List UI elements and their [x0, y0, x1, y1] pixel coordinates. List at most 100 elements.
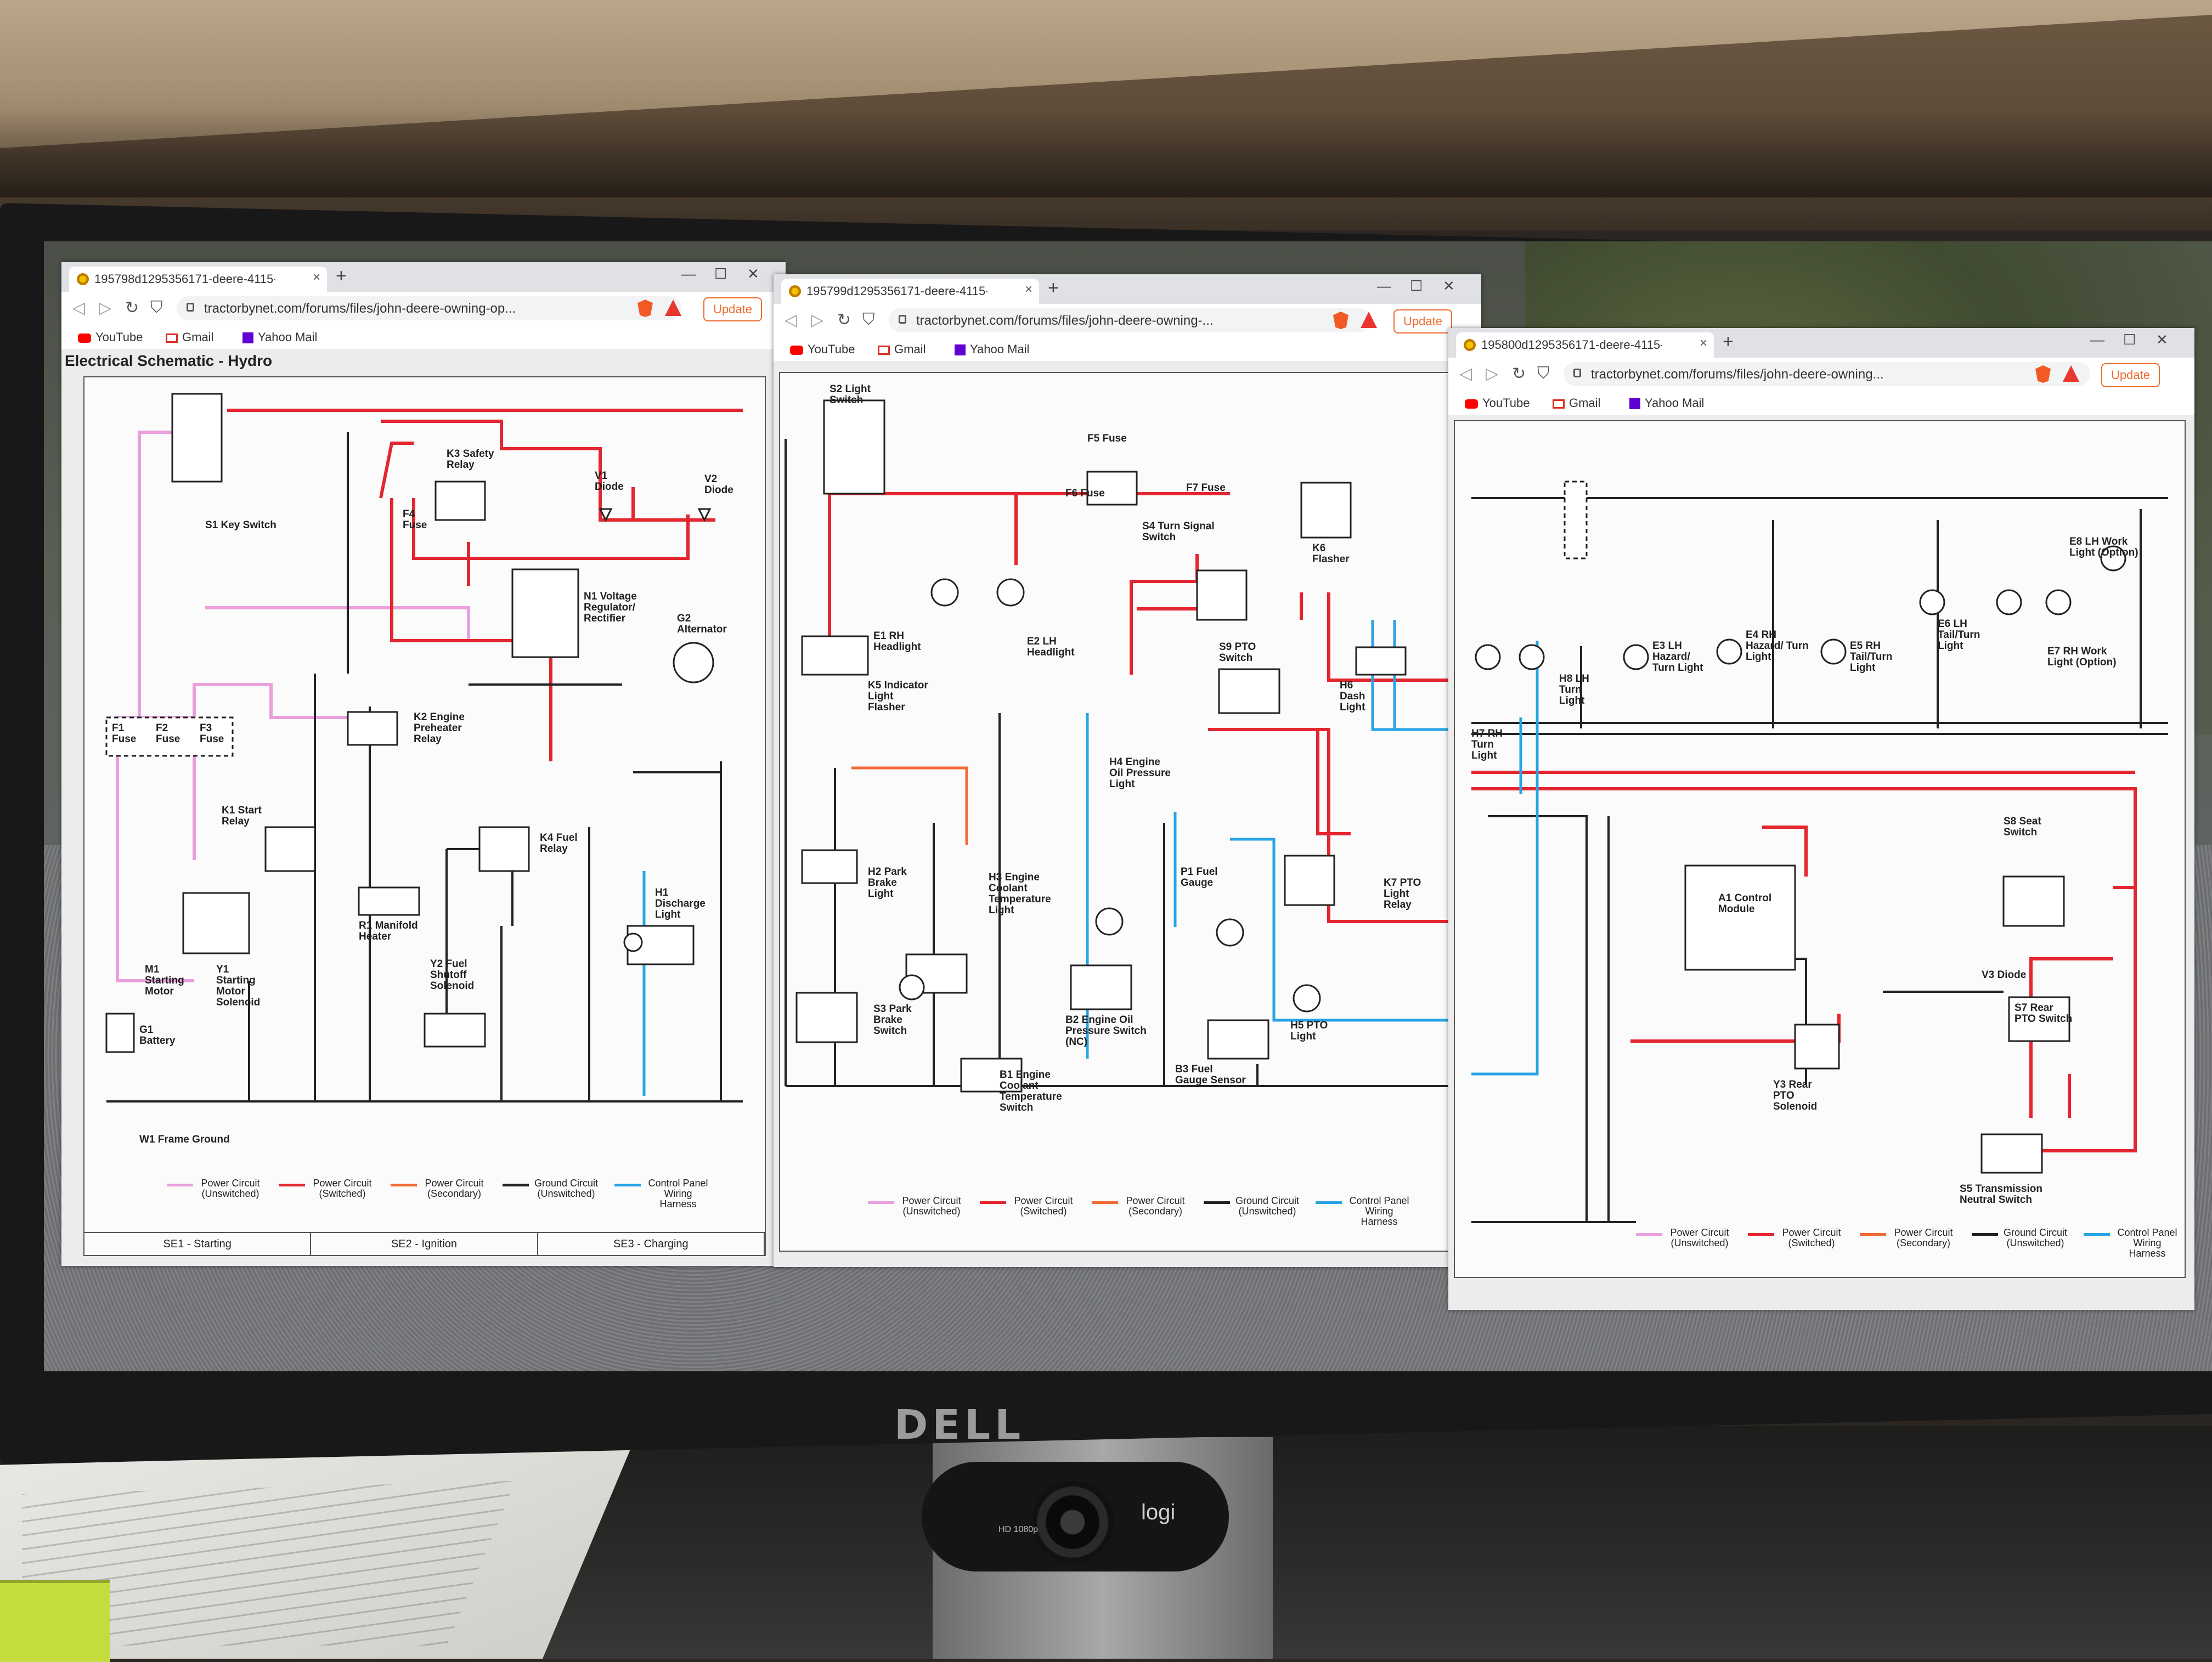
schematic-sheet: S1 Key Switch K3 Safety Relay F4 Fuse V1… — [83, 376, 766, 1256]
bookmark-gmail[interactable]: Gmail — [878, 342, 926, 357]
legend-item: Power Circuit (Secondary) — [1860, 1228, 1956, 1259]
brave-shield-icon[interactable] — [2035, 365, 2051, 383]
tab-bar: 195799d1295356171-deere-4115-f... × + — … — [774, 274, 1481, 304]
forward-icon[interactable]: ▷ — [811, 311, 824, 329]
browser-tab[interactable]: 195799d1295356171-deere-4115-f... × — [781, 279, 1039, 304]
browser-tab[interactable]: 195798d1295356171-deere-4115-f... × — [69, 267, 327, 292]
bookmark-icon[interactable]: ⛉ — [1537, 364, 1550, 382]
close-tab-icon[interactable]: × — [1024, 282, 1032, 297]
label-e5-rh-tail-turn: E5 RH Tail/Turn Light — [1850, 640, 1893, 674]
label-n1-regulator: N1 Voltage Regulator/ Rectifier — [584, 591, 637, 624]
browser-tab[interactable]: 195800d1295356171-deere-4115-f... × — [1456, 332, 1714, 358]
bookmark-youtube[interactable]: YouTube — [1465, 396, 1530, 410]
bookmark-gmail[interactable]: Gmail — [166, 330, 213, 344]
legend-label: Power Circuit (Switched) — [1014, 1195, 1073, 1217]
legend-swatch — [167, 1184, 193, 1186]
update-button[interactable]: Update — [2101, 363, 2160, 387]
section-charging: SE3 - Charging — [538, 1233, 765, 1255]
maximize-icon[interactable]: ☐ — [714, 265, 727, 282]
legend-item: Ground Circuit (Unswitched) — [1972, 1228, 2068, 1259]
brave-shield-icon[interactable] — [1333, 312, 1348, 329]
legend-label: Power Circuit (Secondary) — [1894, 1227, 1953, 1248]
minimize-icon[interactable]: — — [1377, 278, 1391, 294]
legend-item: Ground Circuit (Unswitched) — [1204, 1196, 1300, 1227]
update-button[interactable]: Update — [1393, 309, 1452, 333]
close-tab-icon[interactable]: × — [312, 270, 320, 285]
legend-item: Control Panel Wiring Harness — [614, 1178, 711, 1209]
label-v2-diode: V2 Diode — [704, 473, 733, 496]
label-f6-fuse: F6 Fuse — [1065, 488, 1105, 499]
legend-swatch — [1748, 1233, 1774, 1236]
label-e8-lh-work-light: E8 LH Work Light (Option) — [2069, 536, 2138, 558]
legend-label: Power Circuit (Switched) — [1782, 1227, 1841, 1248]
legend-item: Power Circuit (Secondary) — [391, 1178, 487, 1209]
schematic-title: Electrical Schematic - Hydro — [65, 352, 273, 369]
minimize-icon[interactable]: — — [681, 265, 696, 282]
new-tab-icon[interactable]: + — [336, 265, 347, 286]
new-tab-icon[interactable]: + — [1048, 278, 1059, 298]
reload-icon[interactable]: ↻ — [1512, 365, 1526, 383]
toolbar: ◁ ▷ ↻ ⛉ tractorbynet.com/forums/files/jo… — [1448, 358, 2194, 391]
update-button[interactable]: Update — [703, 297, 762, 321]
shelf-shadow — [0, 110, 2212, 197]
close-tab-icon[interactable]: × — [1699, 336, 1707, 351]
legend-swatch — [1636, 1233, 1662, 1236]
reload-icon[interactable]: ↻ — [125, 299, 139, 317]
label-k5-indicator-flasher: K5 Indicator Light Flasher — [868, 680, 928, 713]
back-icon[interactable]: ◁ — [1459, 365, 1472, 383]
close-window-icon[interactable]: ✕ — [747, 265, 759, 282]
section-ignition: SE2 - Ignition — [311, 1233, 538, 1255]
favicon-icon — [77, 273, 89, 285]
bookmark-youtube[interactable]: YouTube — [78, 330, 143, 344]
label-h1-discharge-light: H1 Discharge Light — [655, 887, 706, 920]
address-bar[interactable]: tractorbynet.com/forums/files/john-deere… — [177, 296, 681, 320]
forward-icon[interactable]: ▷ — [1486, 365, 1499, 383]
schematic-sheet: S2 Light Switch F5 Fuse F6 Fuse F7 Fuse … — [779, 372, 1467, 1252]
dell-logo: DELL — [894, 1401, 1025, 1449]
bookmark-yahoo-mail[interactable]: Yahoo Mail — [955, 342, 1029, 357]
address-bar[interactable]: tractorbynet.com/forums/files/john-deere… — [1564, 362, 2090, 386]
legend-label: Control Panel Wiring Harness — [648, 1178, 708, 1209]
label-p1-fuel-gauge: P1 Fuel Gauge — [1181, 866, 1218, 889]
label-b2-oil-pressure-switch: B2 Engine Oil Pressure Switch (NC) — [1065, 1014, 1147, 1048]
tab-title: 195798d1295356171-deere-4115-f... — [94, 272, 275, 286]
close-window-icon[interactable]: ✕ — [1443, 278, 1455, 294]
label-g1-battery: G1 Battery — [139, 1024, 176, 1047]
legend-label: Power Circuit (Secondary) — [425, 1178, 484, 1199]
label-k6-flasher: K6 Flasher — [1312, 542, 1350, 565]
back-icon[interactable]: ◁ — [72, 299, 86, 317]
label-f2-fuse: F2 Fuse — [156, 722, 180, 745]
forward-icon[interactable]: ▷ — [99, 299, 112, 317]
label-k3-safety-relay: K3 Safety Relay — [447, 448, 494, 471]
maximize-icon[interactable]: ☐ — [2123, 331, 2136, 348]
label-e2-lh-headlight: E2 LH Headlight — [1027, 636, 1075, 658]
label-y2-fuel-solenoid: Y2 Fuel Shutoff Solenoid — [430, 958, 475, 992]
bookmark-icon[interactable]: ⛉ — [862, 310, 875, 329]
label-s7-rear-pto-switch: S7 Rear PTO Switch — [2015, 1002, 2073, 1025]
bookmark-gmail[interactable]: Gmail — [1553, 396, 1600, 410]
close-window-icon[interactable]: ✕ — [2156, 331, 2168, 348]
browser-window-1: 195798d1295356171-deere-4115-f... × + — … — [61, 262, 786, 1266]
maximize-icon[interactable]: ☐ — [1410, 278, 1423, 294]
label-s8-seat-switch: S8 Seat Switch — [2004, 816, 2041, 838]
bookmark-yahoo-mail[interactable]: Yahoo Mail — [242, 330, 317, 344]
legend-swatch — [1316, 1201, 1342, 1204]
bookmark-icon[interactable]: ⛉ — [150, 298, 163, 316]
label-e6-lh-tail-turn: E6 LH Tail/Turn Light — [1938, 618, 1980, 652]
legend: Power Circuit (Unswitched) Power Circuit… — [868, 1196, 1412, 1227]
bookmark-youtube[interactable]: YouTube — [790, 342, 855, 357]
legend-item: Ground Circuit (Unswitched) — [503, 1178, 599, 1209]
label-h5-pto-light: H5 PTO Light — [1290, 1020, 1328, 1042]
brave-shield-icon[interactable] — [637, 299, 653, 317]
bookmark-yahoo-mail[interactable]: Yahoo Mail — [1629, 396, 1704, 410]
label-f4-fuse: F4 Fuse — [403, 508, 427, 531]
lock-icon — [1573, 369, 1581, 377]
webcam-model: HD 1080p — [998, 1525, 1039, 1534]
minimize-icon[interactable]: — — [2090, 331, 2104, 348]
back-icon[interactable]: ◁ — [785, 311, 798, 329]
new-tab-icon[interactable]: + — [1723, 331, 1734, 352]
label-s5-neutral-switch: S5 Transmission Neutral Switch — [1960, 1183, 2043, 1206]
reload-icon[interactable]: ↻ — [837, 311, 851, 329]
bookmark-label: Yahoo Mail — [258, 330, 318, 344]
address-bar[interactable]: tractorbynet.com/forums/files/john-deere… — [889, 308, 1372, 332]
